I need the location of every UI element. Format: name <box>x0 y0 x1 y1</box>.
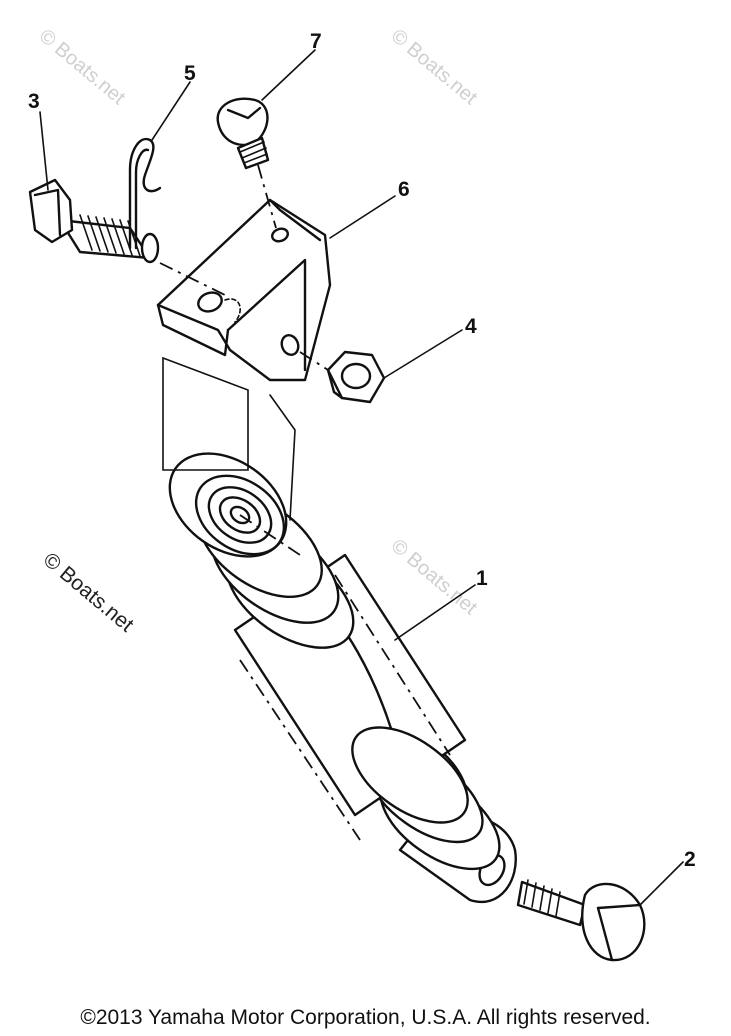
cotter-pin-part <box>128 137 162 250</box>
callout-2: 2 <box>684 848 696 871</box>
copyright-notice: ©2013 Yamaha Motor Corporation, U.S.A. A… <box>80 1006 651 1029</box>
bracket-part <box>156 198 332 521</box>
callout-3: 3 <box>28 90 40 113</box>
leader-lines <box>39 49 684 906</box>
callout-1: 1 <box>476 567 488 590</box>
callout-5: 5 <box>184 62 196 85</box>
callout-6: 6 <box>398 178 410 201</box>
watermark: © Boats.net <box>35 25 130 109</box>
bolt-part-2 <box>516 879 646 962</box>
bolt-part-7 <box>216 97 277 229</box>
watermark: © Boats.net <box>39 548 138 636</box>
watermark: © Boats.net <box>387 25 482 109</box>
bolt-part-3 <box>28 178 226 296</box>
callout-7: 7 <box>310 30 322 53</box>
shock-absorber-part <box>168 452 517 904</box>
nut-part <box>299 350 386 404</box>
callout-4: 4 <box>465 315 477 338</box>
watermark: © Boats.net <box>387 535 482 619</box>
